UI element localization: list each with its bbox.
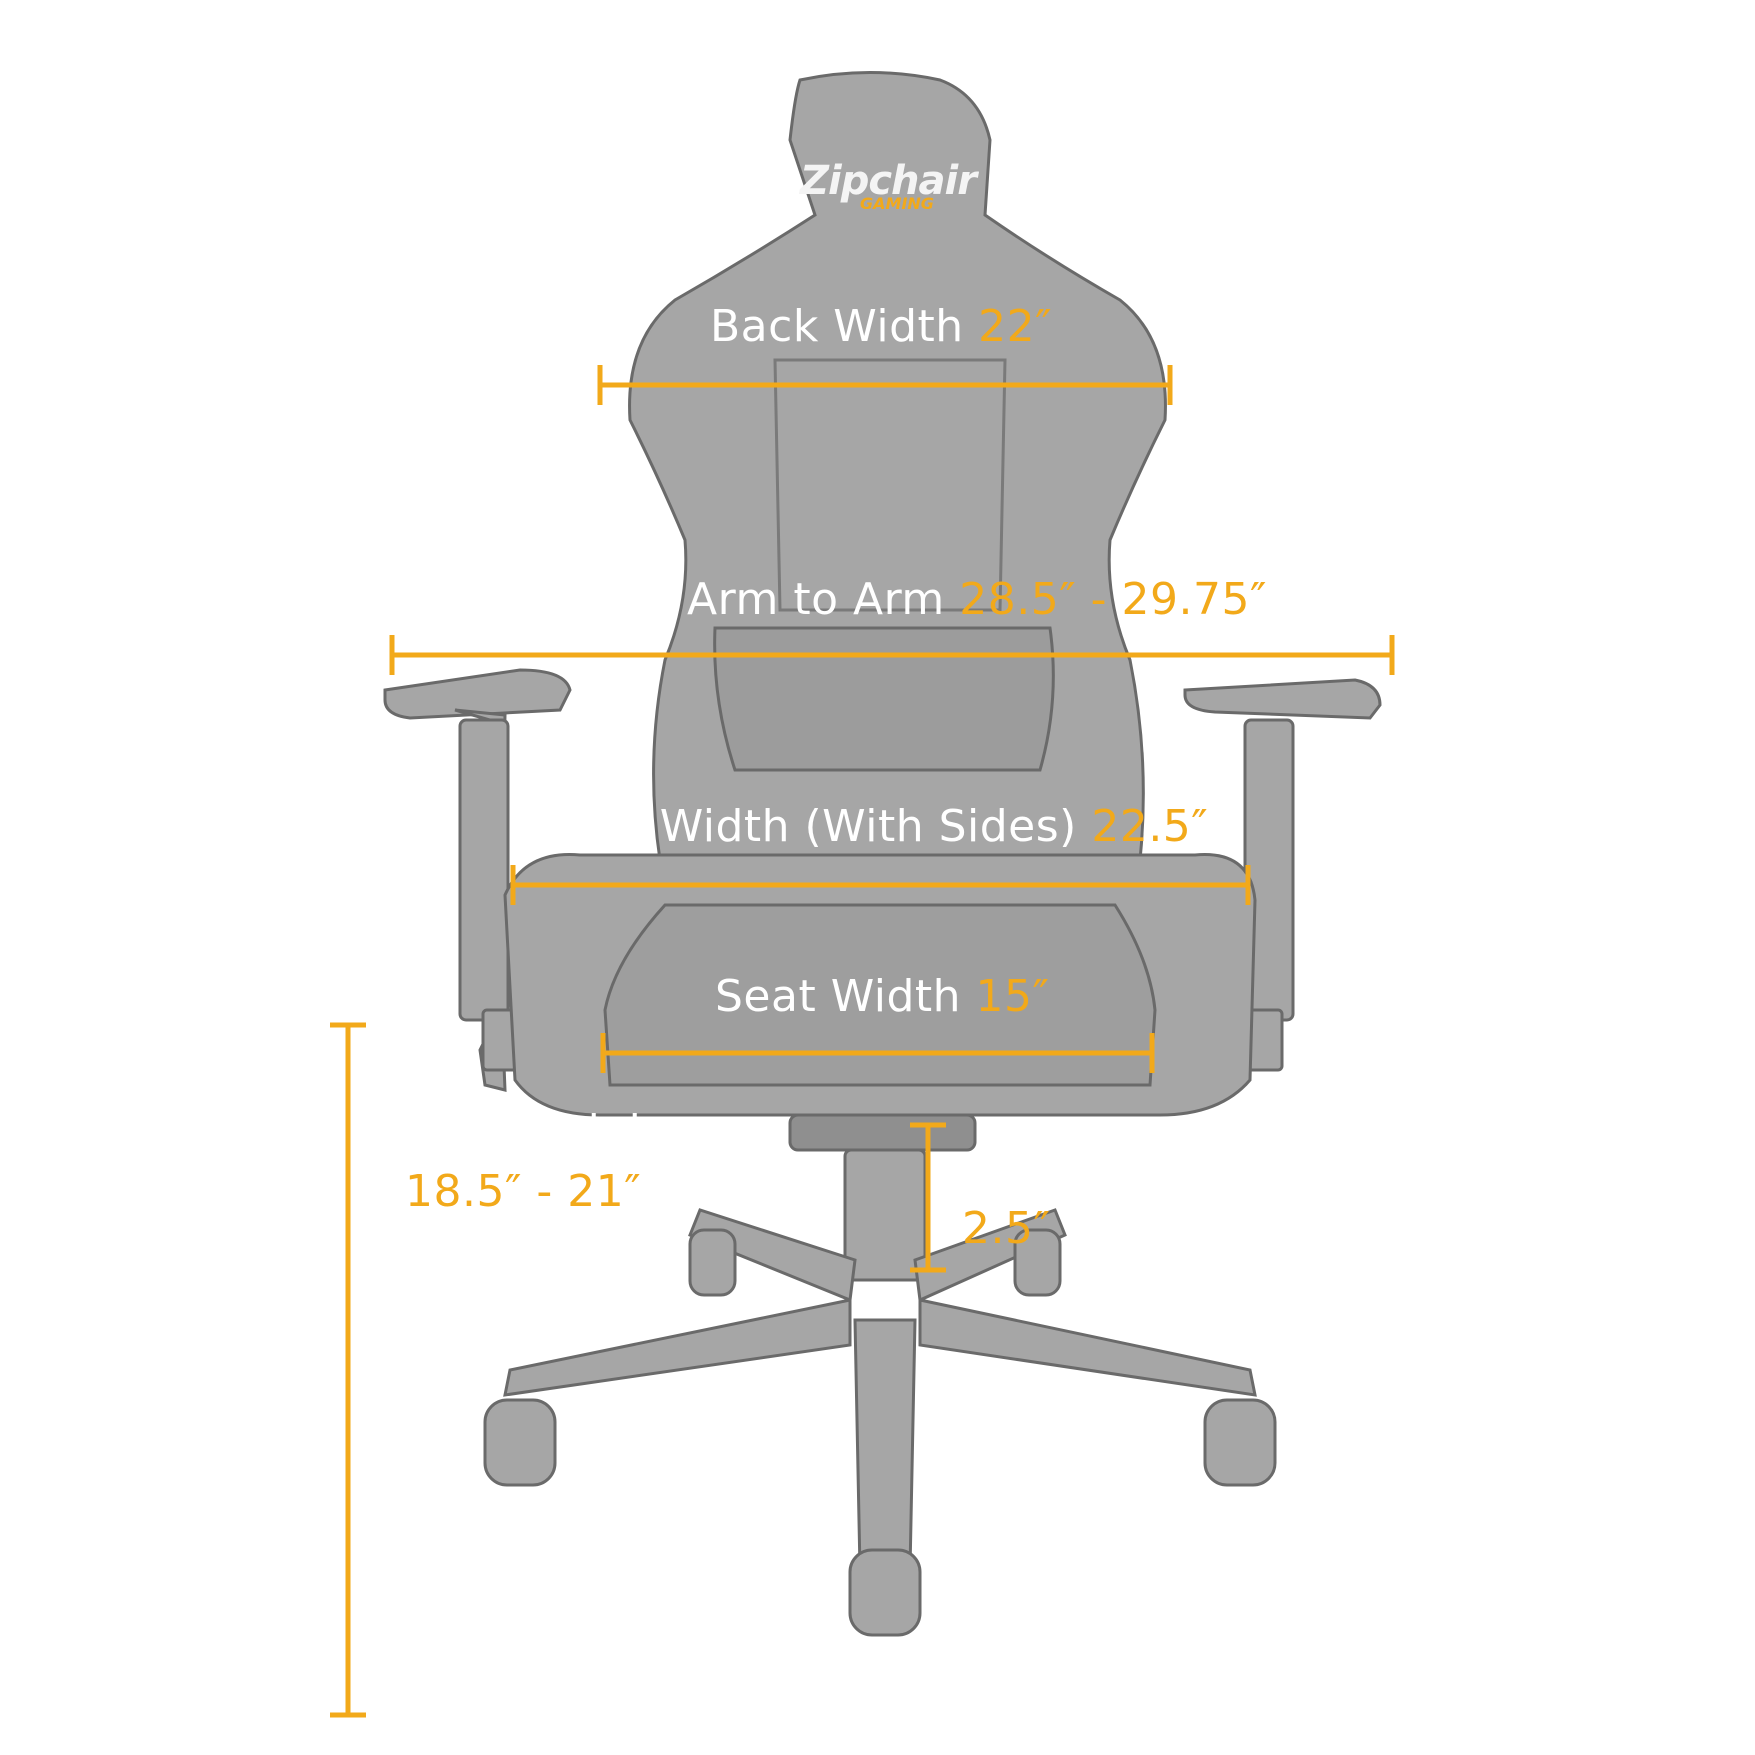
arm-to-arm-text: e Arm to Arm [645, 574, 945, 625]
caster-front-left [483, 1398, 557, 1487]
base-leg-front-right [918, 1298, 1257, 1397]
seat-width-sides-label: at Width (With Sides) 22.5″ [600, 805, 1208, 849]
arm-to-arm-line [389, 635, 1395, 675]
seat-width-line [600, 1033, 1155, 1073]
arm-to-arm-label: e Arm to Arm 28.5″ - 29.75″ [645, 578, 1267, 622]
left-arm-column [458, 718, 510, 1022]
base-leg-front-left [503, 1298, 852, 1397]
seat-width-text: Seat Width [715, 971, 962, 1022]
seat-width-value: 15″ [975, 971, 1050, 1022]
caster-back-right [1013, 1228, 1062, 1297]
seat-width-label: Seat Width 15″ [715, 975, 1049, 1019]
seat-width-sides-line [510, 865, 1251, 905]
caster-back-left [688, 1228, 737, 1297]
seat-height-text: eigh [560, 1106, 658, 1157]
logo-brand-text: Zipchair [800, 158, 977, 204]
back-width-label: Back Width 22″ [710, 305, 1052, 349]
caster-front-right [1203, 1398, 1277, 1487]
back-width-text: Back Width [710, 301, 964, 352]
seat-height-value-label: 18.5″ - 21″ [405, 1170, 641, 1214]
arm-to-arm-value-a: 28.5″ - [959, 574, 1108, 625]
base-leg-front [853, 1318, 917, 1572]
back-width-line [597, 365, 1173, 405]
arm-to-arm-value-b: 29.75″ [1121, 574, 1267, 625]
caster-front [848, 1548, 922, 1637]
zipchair-gaming-logo: Zipchair GAMING [800, 158, 977, 218]
seat-mechanism [788, 1113, 977, 1152]
right-armrest-pad [1183, 678, 1382, 720]
gas-lift-value: 2.5″ [962, 1203, 1051, 1254]
gas-lift-label: 2.5″ [962, 1207, 1050, 1251]
seat-height-line [330, 1022, 366, 1718]
seat-height-label: eigh [560, 1110, 657, 1154]
lumbar-pillow [713, 626, 1055, 772]
seat-center-panel [603, 903, 1157, 1087]
left-armrest-pad [383, 668, 572, 720]
seat-width-sides-value: 22.5″ [1091, 801, 1209, 852]
gas-lift-line [910, 1122, 946, 1273]
logo-sub-text: GAMING [860, 194, 934, 213]
seat-width-sides-text: at Width (With Sides) [600, 801, 1077, 852]
gas-lift-cylinder [843, 1148, 927, 1282]
seat-height-value: 18.5″ - 21″ [405, 1166, 642, 1217]
back-width-value: 22″ [978, 301, 1053, 352]
back-center-panel [773, 358, 1007, 612]
